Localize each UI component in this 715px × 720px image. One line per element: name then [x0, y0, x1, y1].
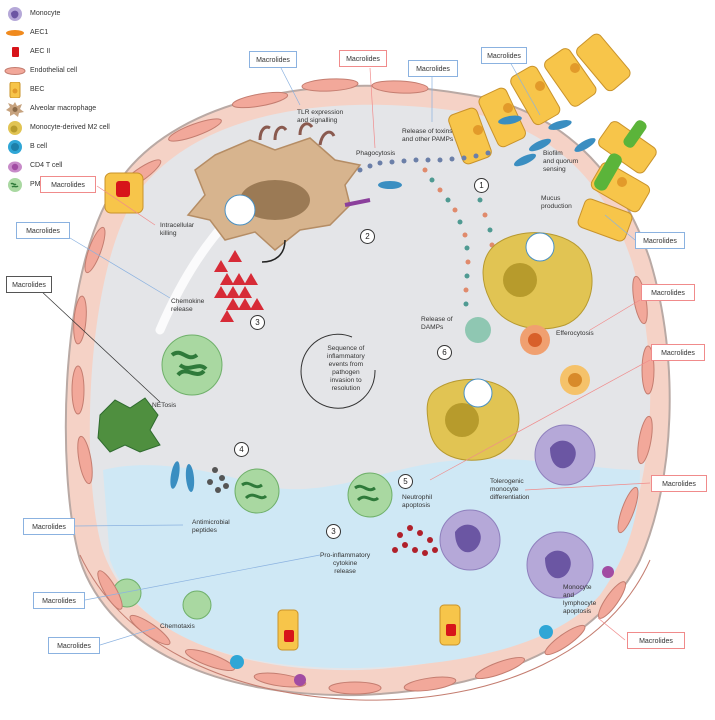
legend-label: AEC II — [30, 48, 51, 55]
macrolides-leader-lines — [39, 61, 651, 646]
aec1-icon — [6, 29, 24, 36]
legend-item-pmn: PMN — [4, 175, 122, 194]
endothelial-cell-icon — [4, 66, 26, 75]
step-number-3-lower: 3 — [326, 524, 341, 539]
bronchial-epithelium — [448, 33, 657, 242]
label-tolerogenic: Tolerogenic monocyte differentiation — [490, 478, 530, 501]
alveolar-fluid — [103, 458, 640, 669]
legend-label: Monocyte — [30, 10, 61, 17]
legend-label: Alveolar macrophage — [30, 105, 97, 112]
legend: Monocyte AEC1 AEC II Endothelial cell BE… — [4, 4, 122, 194]
legend-item-endothelial: Endothelial cell — [4, 61, 122, 80]
step-number-4: 4 — [234, 442, 249, 457]
step-number-3-upper: 3 — [250, 315, 265, 330]
capillary-bed — [79, 554, 651, 701]
macrolides-tag-chemokine: Macrolides — [16, 222, 70, 239]
legend-item-aec1: AEC1 — [4, 23, 122, 42]
macrolides-tag-netosis: Macrolides — [6, 276, 52, 293]
macrolides-tag-tlr: Macrolides — [249, 51, 297, 68]
chemokine-arrow — [261, 239, 286, 263]
legend-label: Monocyte-derived M2 cell — [30, 124, 110, 131]
m2-cells — [426, 232, 593, 461]
aec2-icon — [12, 46, 19, 57]
apoptotic-cells — [465, 317, 590, 395]
step-number-5: 5 — [398, 474, 413, 489]
legend-label: AEC1 — [30, 29, 49, 36]
b-cell-icon — [8, 139, 22, 154]
bec-icon — [9, 81, 21, 98]
macrolides-tag-intracellular: Macrolides — [40, 176, 96, 193]
label-chemotaxis: Chemotaxis — [160, 623, 195, 630]
label-biofilm: Biofilm and quorum sensing — [543, 150, 579, 173]
step-number-2: 2 — [360, 229, 375, 244]
label-neutrophil-apoptosis: Neutrophil apoptosis — [402, 494, 433, 509]
macrolides-tag-neutrophil-apoptosis: Macrolides — [651, 344, 705, 361]
legend-item-m2-cell: Monocyte-derived M2 cell — [4, 118, 122, 137]
macrolides-tag-cytokine: Macrolides — [33, 592, 85, 609]
debris-dots — [207, 467, 229, 493]
legend-label: BEC — [30, 86, 45, 93]
label-chemokine-release: Chemokine release — [171, 298, 205, 313]
label-tlr-expression: TLR expression and signalling — [297, 109, 344, 124]
label-lymphocyte-apoptosis: Monocyte and lymphocyte apoptosis — [563, 584, 597, 615]
tlr-receptors — [258, 122, 336, 146]
label-release-of-damps: Release of DAMPs — [421, 316, 453, 331]
label-efferocytosis: Efferocytosis — [556, 330, 594, 337]
step-number-6: 6 — [437, 345, 452, 360]
macrolides-tag-antimicrobial: Macrolides — [23, 518, 75, 535]
macrolides-tag-toxins: Macrolides — [408, 60, 458, 77]
legend-item-cd4-t-cell: CD4 T cell — [4, 156, 122, 175]
legend-label: CD4 T cell — [30, 162, 63, 169]
label-sequence: Sequence of inflammatory events from pat… — [327, 345, 365, 392]
macrolides-tag-biofilm: Macrolides — [481, 47, 527, 64]
legend-label: B cell — [30, 143, 48, 150]
sequence-cycle-arrow — [300, 333, 376, 409]
label-phagocytosis: Phagocytosis — [356, 150, 396, 157]
aec1-cells — [71, 78, 655, 534]
label-mucus-production: Mucus production — [541, 195, 572, 210]
monocytes — [439, 424, 596, 599]
pmn-icon — [8, 177, 22, 192]
monocyte-icon — [8, 6, 22, 21]
pamp-dots — [357, 150, 491, 173]
legend-label: Endothelial cell — [30, 67, 78, 74]
step-number-1: 1 — [474, 178, 489, 193]
macrolides-tag-tolerogenic: Macrolides — [651, 475, 707, 492]
cytokine-dots — [392, 525, 438, 556]
m2-cell-icon — [8, 120, 22, 135]
alveolar-macrophage-icon — [6, 101, 24, 117]
damp-dots — [422, 167, 495, 307]
legend-item-b-cell: B cell — [4, 137, 122, 156]
macrolides-tag-lymphocyte-apoptosis: Macrolides — [627, 632, 685, 649]
macrolides-tag-chemotaxis: Macrolides — [48, 637, 100, 654]
legend-item-bec: BEC — [4, 80, 122, 99]
macrolides-tag-efferocytosis: Macrolides — [641, 284, 695, 301]
legend-item-monocyte: Monocyte — [4, 4, 122, 23]
label-pro-inflammatory: Pro-inflammatory cytokine release — [320, 552, 371, 575]
bec-left — [104, 172, 144, 214]
cd4-t-cell-icon — [8, 161, 22, 172]
label-intracellular-killing: Intracellular killing — [160, 222, 195, 237]
bacteria — [170, 115, 596, 492]
chemokine-triangles — [214, 250, 264, 322]
legend-item-alveolar-macrophage: Alveolar macrophage — [4, 99, 122, 118]
label-antimicrobial-peptides: Antimicrobial peptides — [192, 519, 230, 534]
macrolides-tag-phagocytosis: Macrolides — [339, 50, 387, 67]
label-netosis: NETosis — [152, 402, 177, 409]
legend-item-aec2: AEC II — [4, 42, 122, 61]
label-release-of-toxins: Release of toxins and other PAMPs — [402, 128, 454, 143]
macrolides-tag-mucus: Macrolides — [635, 232, 685, 249]
pmn-cells — [112, 334, 393, 620]
alveolar-macrophage — [186, 137, 371, 251]
legend-label: PMN — [30, 181, 46, 188]
netosis-cell — [97, 397, 161, 453]
